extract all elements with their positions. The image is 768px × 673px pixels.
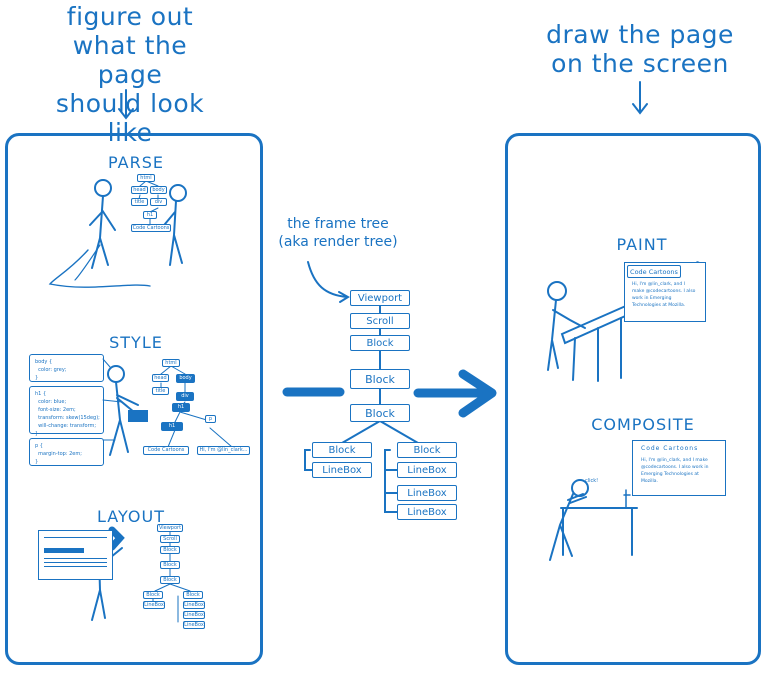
layout-node-block-left: Block bbox=[143, 591, 163, 599]
composite-card-title: Code Cartoons bbox=[641, 445, 699, 452]
paint-card-body: Hi, I'm @lin_clark, and I make @codecart… bbox=[632, 282, 696, 308]
frame-node-viewport: Viewport bbox=[350, 290, 410, 306]
right-down-arrow bbox=[632, 81, 648, 115]
layout-node-block-1: Block bbox=[160, 546, 180, 554]
style-node-body: body bbox=[176, 374, 195, 383]
stage-paint-label: PAINT bbox=[616, 235, 668, 254]
frame-node-linebox-right-2: LineBox bbox=[397, 485, 457, 501]
style-node-p: p bbox=[205, 415, 216, 423]
stage-style-label: STYLE bbox=[109, 333, 163, 352]
parse-node-body: body bbox=[150, 186, 167, 194]
layout-node-linebox-right-2: LineBox bbox=[183, 611, 205, 619]
layout-node-linebox-right-1: LineBox bbox=[183, 601, 205, 609]
css-rule-p: p { margin-top: 2em; } bbox=[29, 438, 104, 466]
layout-node-linebox-left: LineBox bbox=[143, 601, 165, 609]
heading-left: figure out what the page should look lik… bbox=[40, 2, 220, 147]
left-down-arrow bbox=[118, 89, 134, 120]
frame-node-block-2: Block bbox=[350, 369, 410, 389]
parse-node-div: div bbox=[150, 198, 167, 206]
layout-page-sketch bbox=[38, 530, 113, 580]
layout-node-linebox-right-3: LineBox bbox=[183, 621, 205, 629]
right-panel bbox=[505, 133, 761, 665]
frame-node-linebox-right-1: LineBox bbox=[397, 462, 457, 478]
paint-card: Code Cartoons Hi, I'm @lin_clark, and I … bbox=[624, 262, 706, 322]
parse-node-h1: h1 bbox=[143, 211, 157, 219]
layout-node-viewport: Viewport bbox=[157, 524, 183, 532]
layout-node-block-right: Block bbox=[183, 591, 203, 599]
style-node-h1-styled: h1 bbox=[161, 422, 183, 431]
frame-node-block-3: Block bbox=[350, 404, 410, 422]
frame-tree-label: the frame tree (aka render tree) bbox=[268, 215, 408, 251]
style-node-html: html bbox=[162, 359, 180, 367]
frame-node-block-right: Block bbox=[397, 442, 457, 458]
frame-node-block-left: Block bbox=[312, 442, 372, 458]
composite-card-body: Hi, I'm @lin_clark, and I make @codecart… bbox=[641, 458, 709, 484]
style-node-title: title bbox=[152, 387, 169, 395]
layout-node-scroll: Scroll bbox=[160, 535, 180, 543]
stage-layout-label: LAYOUT bbox=[97, 507, 165, 526]
css-rule-body: body { color: grey; } bbox=[29, 354, 104, 382]
style-held-card bbox=[128, 410, 148, 422]
layout-node-block-2: Block bbox=[160, 561, 180, 569]
heading-left-line-1: figure out bbox=[66, 2, 194, 31]
parse-node-title: title bbox=[131, 198, 148, 206]
frame-tree-label-line-1: the frame tree bbox=[287, 216, 389, 232]
parse-node-html: html bbox=[137, 174, 155, 182]
style-node-div: div bbox=[176, 392, 194, 401]
frame-node-block-1: Block bbox=[350, 335, 410, 351]
style-node-h1: h1 bbox=[172, 403, 190, 412]
heading-left-line-3: should look like bbox=[55, 89, 205, 147]
style-node-head: head bbox=[152, 374, 169, 382]
stage-composite-label: COMPOSITE bbox=[591, 415, 695, 434]
frame-tree-label-arrow bbox=[307, 261, 350, 303]
frame-node-linebox-right-3: LineBox bbox=[397, 504, 457, 520]
frame-node-linebox-left: LineBox bbox=[312, 462, 372, 478]
stage-parse-label: PARSE bbox=[108, 153, 164, 172]
composite-click-label: click! bbox=[585, 478, 599, 484]
left-panel bbox=[5, 133, 263, 665]
parse-node-text: Code Cartoons bbox=[131, 224, 171, 232]
big-arrow-head bbox=[458, 369, 497, 418]
heading-right: draw the page on the screen bbox=[545, 20, 735, 78]
composite-card: Code Cartoons Hi, I'm @lin_clark, and I … bbox=[632, 440, 726, 496]
layout-node-block-3: Block bbox=[160, 576, 180, 584]
style-node-text: Code Cartoons bbox=[143, 446, 189, 455]
heading-right-line-1: draw the page bbox=[546, 20, 734, 49]
frame-tree-label-line-2: (aka render tree) bbox=[278, 234, 398, 250]
heading-left-line-2: what the page bbox=[72, 31, 188, 89]
style-node-hello: Hi, I'm @lin_clark... bbox=[197, 446, 250, 455]
frame-node-scroll: Scroll bbox=[350, 313, 410, 329]
paint-card-title: Code Cartoons bbox=[627, 265, 681, 278]
parse-node-head: head bbox=[131, 186, 148, 194]
css-rule-h1: h1 { color: blue; font-size: 2em; transf… bbox=[29, 386, 104, 437]
heading-right-line-2: on the screen bbox=[551, 49, 729, 78]
